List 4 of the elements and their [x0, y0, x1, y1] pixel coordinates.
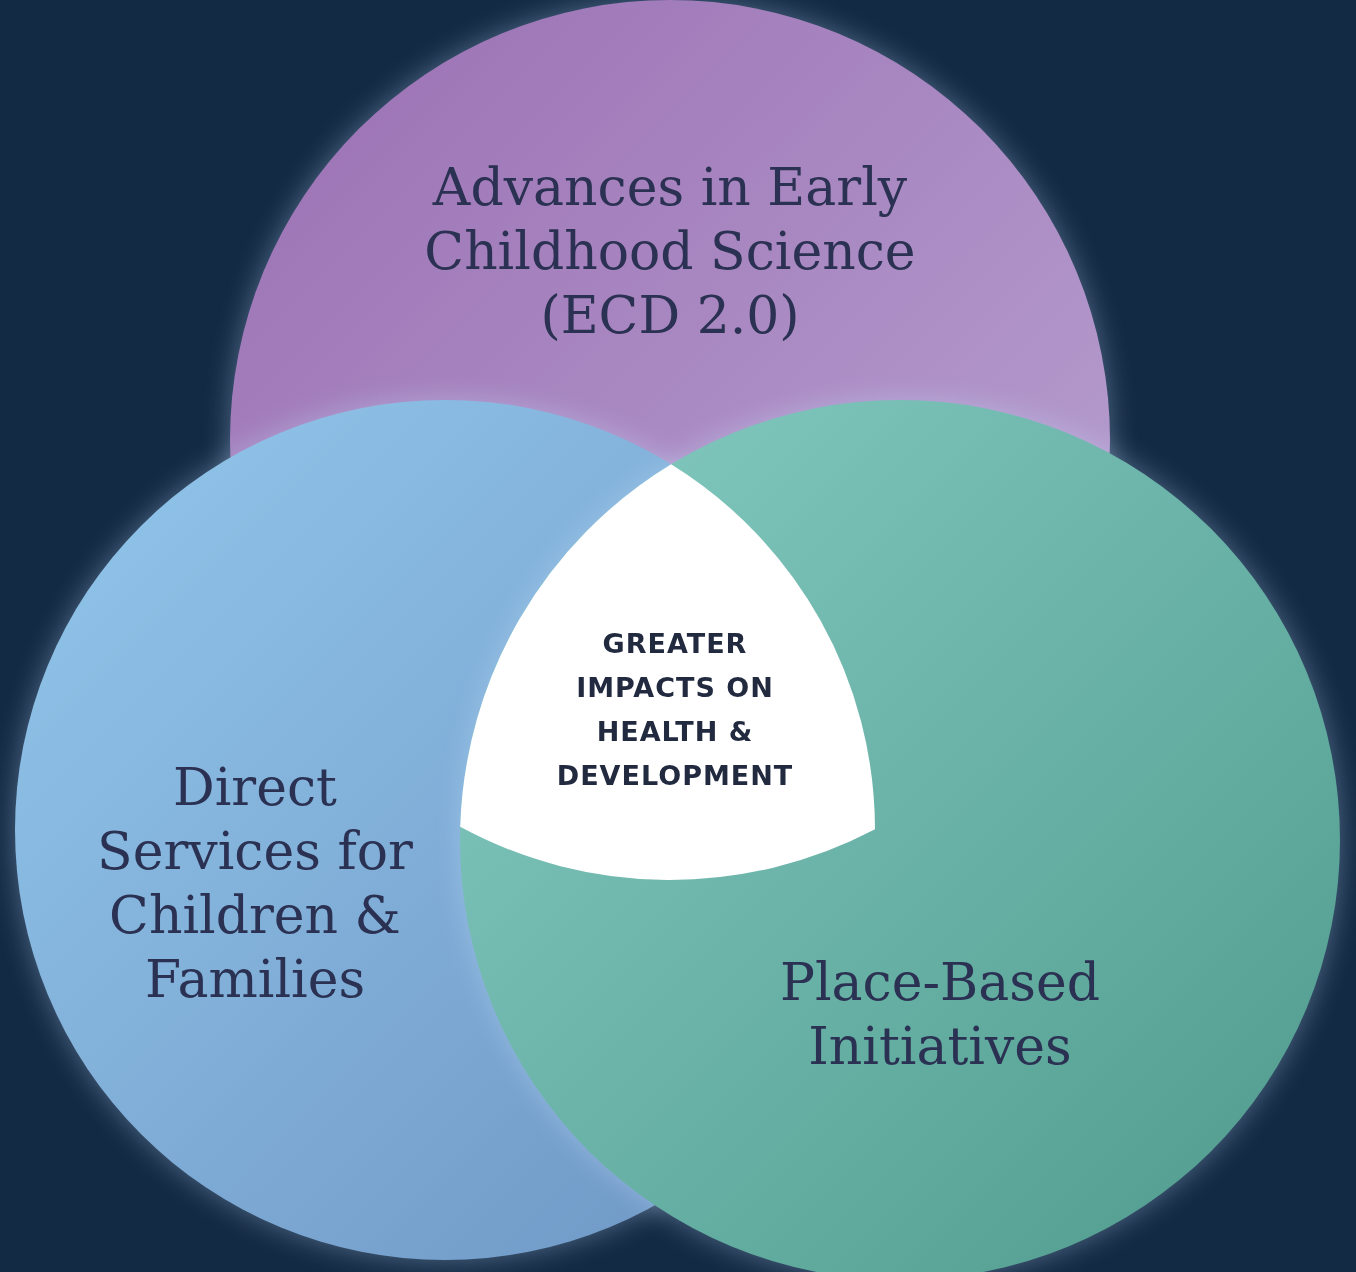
circle-label: Advances in Early Childhood Science (ECD 2.0) — [423, 156, 917, 347]
center-label: GREATER IMPACTS ON HEALTH & DEVELOPMENT — [555, 627, 795, 793]
circle-label: Place-Based Initiatives — [778, 951, 1102, 1078]
circle-label: Direct Services for Children & Families — [96, 756, 414, 1011]
